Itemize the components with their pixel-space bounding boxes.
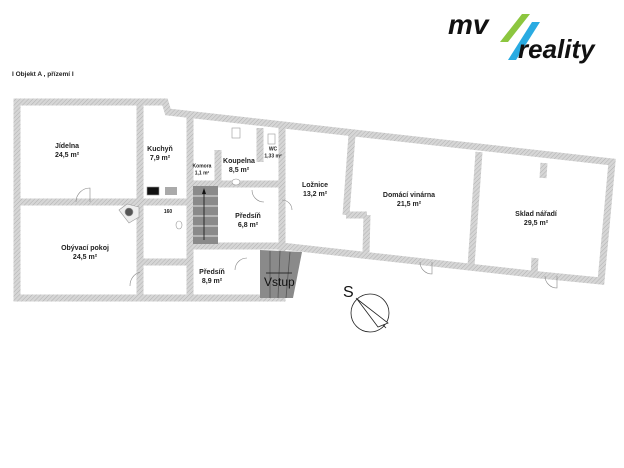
mv-reality-logo: mv reality: [448, 10, 596, 64]
stairs: [193, 186, 302, 299]
doors: [75, 187, 558, 289]
entrance-label: Vstup: [264, 275, 295, 289]
walls: [13, 98, 616, 302]
dimension-label: 160: [163, 208, 173, 215]
north-label: S: [343, 284, 354, 301]
svg-text:mv: mv: [448, 10, 490, 40]
fixtures: [118, 127, 276, 230]
svg-text:reality: reality: [518, 34, 596, 64]
compass-icon: [350, 293, 390, 333]
plan-title: I Objekt A , přízemí I: [12, 71, 74, 78]
